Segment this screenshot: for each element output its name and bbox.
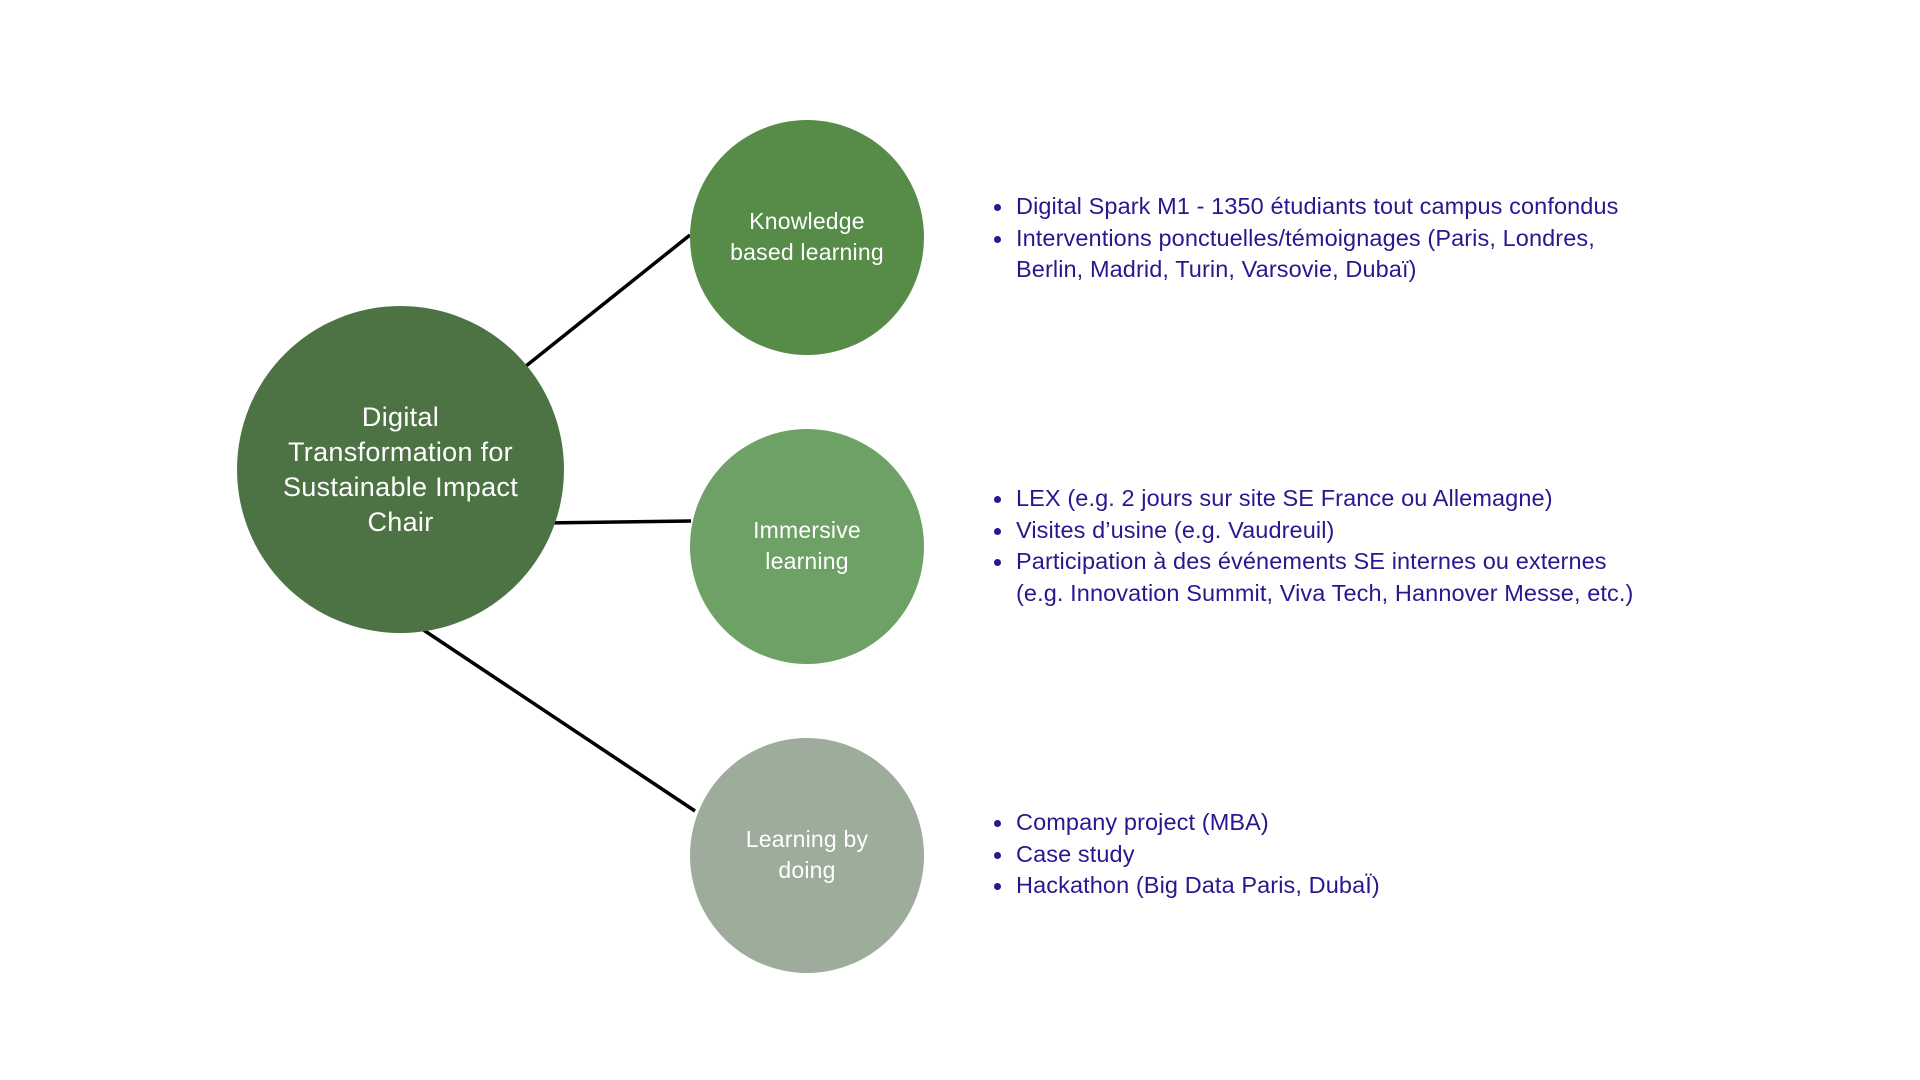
branch-node-immersive: Immersive learning — [690, 429, 924, 664]
connector-knowledge — [524, 233, 692, 368]
list-item-text: Interventions ponctuelles/témoignages (P… — [1016, 224, 1595, 283]
branch-node-label: Knowledge based learning — [730, 207, 884, 265]
bullet-list-doing: Company project (MBA) Case study Hackath… — [990, 807, 1380, 902]
list-item: Visites d’usine (e.g. Vaudreuil) — [990, 515, 1633, 547]
bullet-list-knowledge: Digital Spark M1 - 1350 étudiants tout c… — [990, 191, 1618, 286]
list-item-text: Visites d’usine (e.g. Vaudreuil) — [1016, 516, 1335, 543]
bullet-icon — [994, 527, 1001, 535]
bullet-list-immersive: LEX (e.g. 2 jours sur site SE France ou … — [990, 483, 1633, 609]
branch-node-label: Immersive learning — [753, 516, 861, 574]
list-item-text: LEX (e.g. 2 jours sur site SE France ou … — [1016, 485, 1553, 511]
list-item: Participation à des événements SE intern… — [990, 546, 1633, 609]
bullet-icon — [994, 851, 1001, 859]
connector-immersive — [542, 519, 692, 525]
branch-node-doing: Learning by doing — [690, 738, 924, 973]
branch-node-label: Learning by doing — [745, 825, 869, 883]
list-item: Interventions ponctuelles/témoignages (P… — [990, 223, 1618, 286]
bullet-icon — [994, 883, 1001, 890]
list-item: Case study — [990, 839, 1380, 871]
center-node: Digital Transformation for Sustainable I… — [237, 306, 564, 633]
bullet-icon — [994, 204, 1001, 211]
list-item-text: Hackathon (Big Data Paris, DubaÏ) — [1016, 872, 1380, 898]
bullet-icon — [994, 820, 1001, 827]
list-item: Digital Spark M1 - 1350 étudiants tout c… — [990, 191, 1618, 223]
bullet-icon — [994, 496, 1001, 503]
branch-node-knowledge: Knowledge based learning — [690, 120, 924, 355]
list-item: Hackathon (Big Data Paris, DubaÏ) — [990, 870, 1380, 902]
connector-doing — [415, 623, 696, 813]
list-item-text: Participation à des événements SE intern… — [1016, 548, 1634, 606]
bullet-icon — [994, 559, 1001, 566]
list-item-text: Company project (MBA) — [1016, 809, 1269, 835]
center-node-label: Digital Transformation for Sustainable I… — [282, 401, 519, 537]
list-item: LEX (e.g. 2 jours sur site SE France ou … — [990, 483, 1633, 515]
list-item: Company project (MBA) — [990, 807, 1380, 839]
list-item-text: Digital Spark M1 - 1350 étudiants tout c… — [1016, 193, 1619, 219]
bullet-icon — [994, 235, 1001, 243]
list-item-text: Case study — [1016, 840, 1135, 867]
